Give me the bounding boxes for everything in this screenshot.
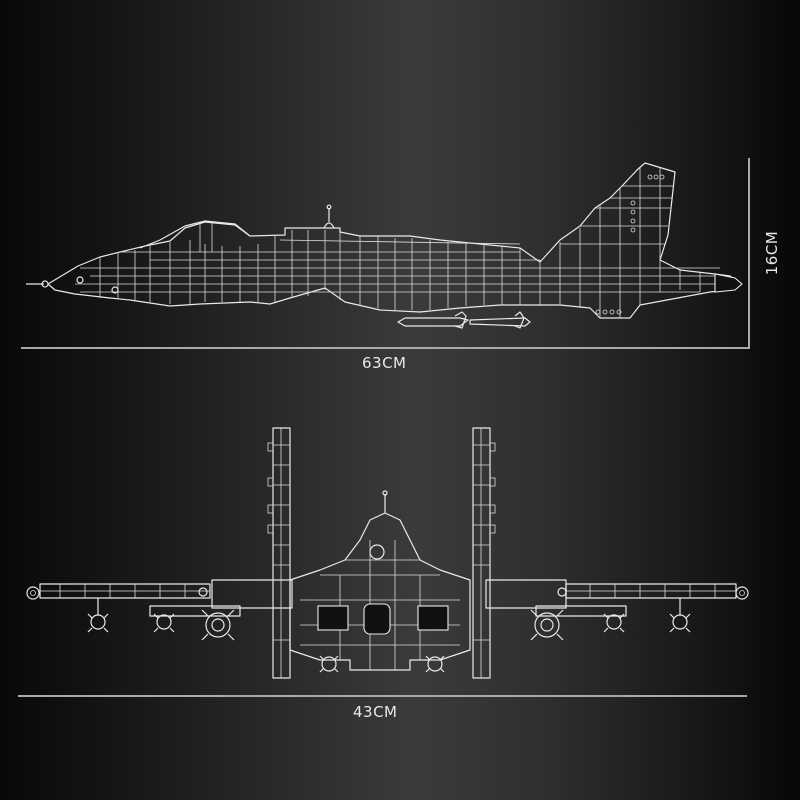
wingspan-dimension-line <box>18 695 747 697</box>
wingspan-label: 43CM <box>353 703 398 721</box>
front-view-structure <box>26 427 749 679</box>
side-length-label: 63CM <box>362 354 407 372</box>
hardpoints <box>87 598 691 673</box>
side-height-label: 16CM <box>763 230 781 276</box>
side-view-fuselage <box>26 162 743 329</box>
side-height-dimension-line <box>748 158 750 349</box>
side-length-dimension-line <box>21 347 750 349</box>
